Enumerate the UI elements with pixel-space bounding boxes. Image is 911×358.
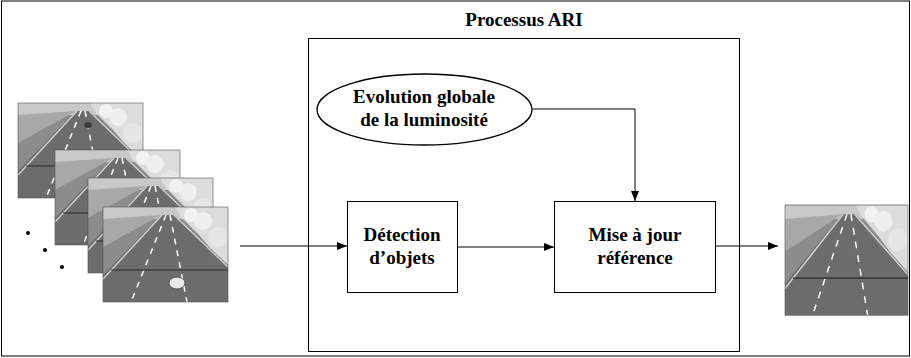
node-label: Détection d’objets <box>357 224 448 270</box>
process-title: Processus ARI <box>309 9 739 32</box>
output-frame <box>785 205 908 315</box>
video-frame <box>103 207 228 302</box>
node-label: Mise à jour référence <box>564 224 706 270</box>
process-frame: Processus ARIEvolution globale de la lum… <box>308 38 740 352</box>
flow-arrow <box>533 109 636 201</box>
input-ellipse: Evolution globale de la luminosité <box>316 73 533 146</box>
ellipsis-dot <box>26 231 30 235</box>
input-arrow <box>240 246 347 247</box>
flow-arrow <box>458 247 555 248</box>
node-label: Evolution globale de la luminosité <box>349 86 499 132</box>
process-box: Mise à jour référence <box>554 201 716 293</box>
ellipse-outline <box>317 74 532 145</box>
ellipsis-dot <box>43 248 47 252</box>
ellipsis-dot <box>60 265 64 269</box>
output-arrow <box>714 246 778 247</box>
process-box: Détection d’objets <box>347 201 458 293</box>
